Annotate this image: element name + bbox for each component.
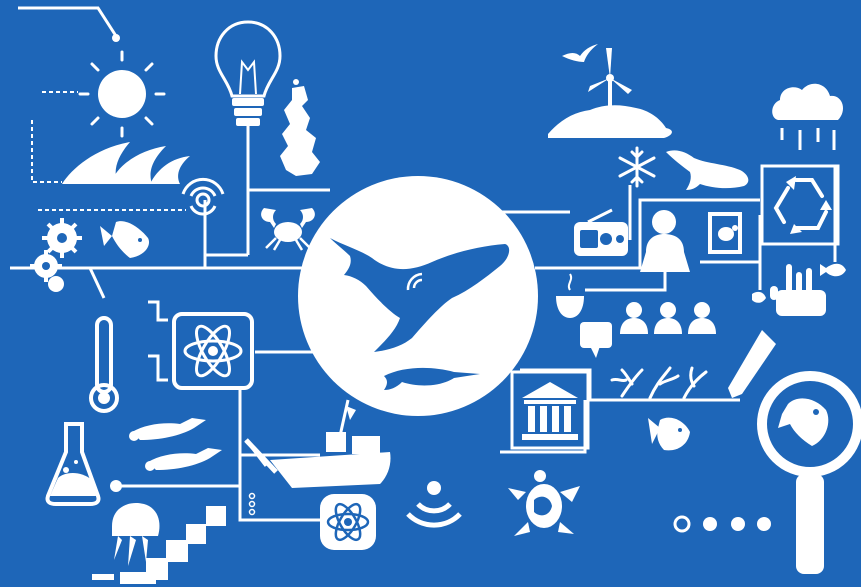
atom-icon — [172, 312, 254, 390]
whale-icon — [330, 238, 510, 352]
cloud-rain-icon — [772, 83, 844, 150]
wave-icon — [62, 142, 190, 184]
bird-icon — [562, 44, 598, 62]
magnifier-icon — [757, 371, 861, 574]
divers-icon — [129, 418, 222, 471]
island-map-icon — [280, 79, 320, 176]
fish-icon — [100, 221, 150, 258]
coffee-cup-icon — [556, 273, 584, 318]
people-group-icon — [620, 302, 716, 334]
island-icon — [548, 105, 672, 138]
seal-icon — [666, 150, 749, 190]
lightbulb-icon — [214, 20, 282, 190]
swordfish-icon — [384, 367, 480, 390]
gear-cluster-icon — [30, 218, 82, 292]
chat-bubble-icon — [580, 322, 612, 358]
sea-turtle-icon — [508, 470, 580, 536]
snowflake-icon — [618, 146, 656, 188]
thermometer-icon — [89, 316, 119, 413]
target-radar-icon — [181, 177, 225, 216]
crab-icon — [261, 208, 315, 251]
flask-icon — [45, 422, 101, 506]
node-dot-small — [110, 480, 122, 492]
research-ship-icon — [244, 399, 391, 488]
connector-nodes — [248, 492, 256, 516]
pagination-dots-icon — [673, 515, 771, 533]
jellyfish-icon — [112, 502, 160, 566]
museum-icon — [510, 370, 590, 450]
recycle-icon — [760, 164, 840, 246]
wifi-signal-icon — [406, 481, 462, 528]
connector-lines — [10, 6, 837, 522]
atom-icon-bottom — [320, 494, 376, 550]
bracket-lines — [148, 300, 168, 382]
tropical-fish-small-icon — [820, 263, 846, 277]
coral-branch-icon — [610, 366, 708, 400]
dashed-lines — [31, 91, 186, 211]
sun-icon — [78, 50, 166, 138]
node-dot — [112, 34, 120, 42]
pencil-icon — [728, 330, 776, 398]
signal-icon — [406, 272, 423, 291]
wind-turbine-icon — [588, 48, 632, 122]
sea-turtle-photo-icon — [708, 212, 742, 254]
coral-reef-icon — [752, 264, 826, 316]
pixel-blocks-icon — [92, 506, 226, 584]
person-bust-icon — [640, 210, 690, 272]
tropical-fish-icon — [648, 417, 690, 451]
radio-icon — [574, 208, 628, 256]
